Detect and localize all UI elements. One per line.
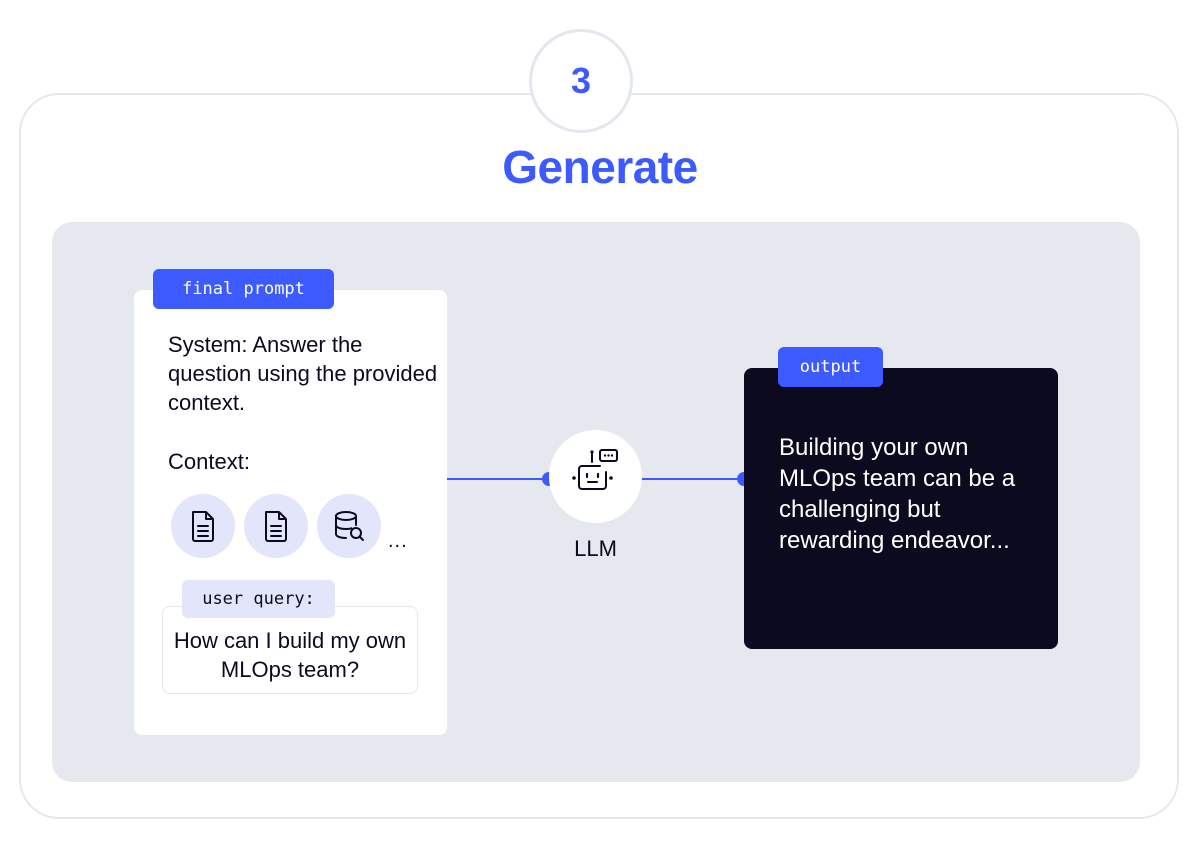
database-search-icon	[317, 494, 381, 558]
llm-label: LLM	[574, 536, 617, 561]
step-title: Generate	[502, 141, 698, 193]
output-text: Building your own MLOps team can be a ch…	[779, 434, 1016, 554]
more-docs-ellipsis: ...	[388, 530, 408, 552]
document-icon	[171, 494, 235, 558]
context-label: Context:	[168, 449, 250, 474]
user-query-text: How can I build my own MLOps team?	[173, 628, 407, 682]
user-query-tag: user query:	[182, 580, 335, 618]
llm-node	[549, 430, 642, 523]
document-icon	[244, 494, 308, 558]
final-prompt-tag: final prompt	[153, 269, 334, 309]
system-instruction-text: System: Answer the question using the pr…	[168, 332, 438, 415]
output-tag: output	[778, 347, 883, 387]
step-number-badge: 3	[529, 29, 633, 133]
robot-chat-icon	[568, 446, 624, 507]
output-card	[744, 368, 1058, 649]
